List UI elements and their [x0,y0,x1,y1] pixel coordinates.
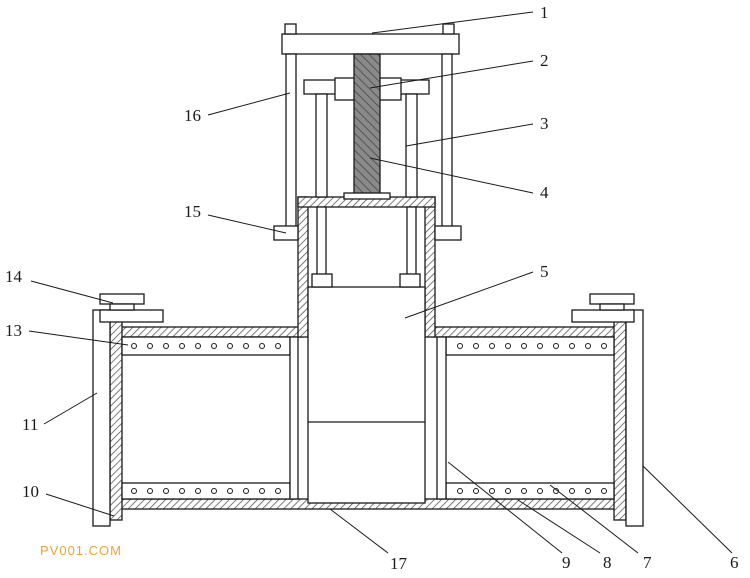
valve-gate [307,286,426,504]
liner-holes [131,343,607,494]
label-16: 16 [184,106,201,125]
label-6: 6 [730,553,739,572]
pipe-body [109,196,627,521]
label-9: 9 [562,553,571,572]
label-17: 17 [390,554,408,573]
flanges [92,293,644,527]
label-13: 13 [5,321,22,340]
label-8: 8 [603,553,612,572]
label-2: 2 [540,51,549,70]
guide-rods [273,53,462,241]
label-15: 15 [184,202,201,221]
inner-liner [121,336,615,500]
inner-rods [311,206,421,288]
label-5: 5 [540,262,549,281]
label-1: 1 [540,3,549,22]
screw-stem [343,53,391,200]
yoke [281,23,460,55]
label-4: 4 [540,183,549,202]
part-labels: 1 2 3 4 5 6 7 8 9 10 11 12 13 14 15 16 1… [5,3,739,573]
label-7: 7 [643,553,652,572]
watermark: PV001.COM [40,543,122,558]
label-3: 3 [540,114,549,133]
label-14: 14 [5,267,23,286]
label-11: 11 [22,415,38,434]
leader-lines [28,11,733,554]
label-10: 10 [22,482,39,501]
